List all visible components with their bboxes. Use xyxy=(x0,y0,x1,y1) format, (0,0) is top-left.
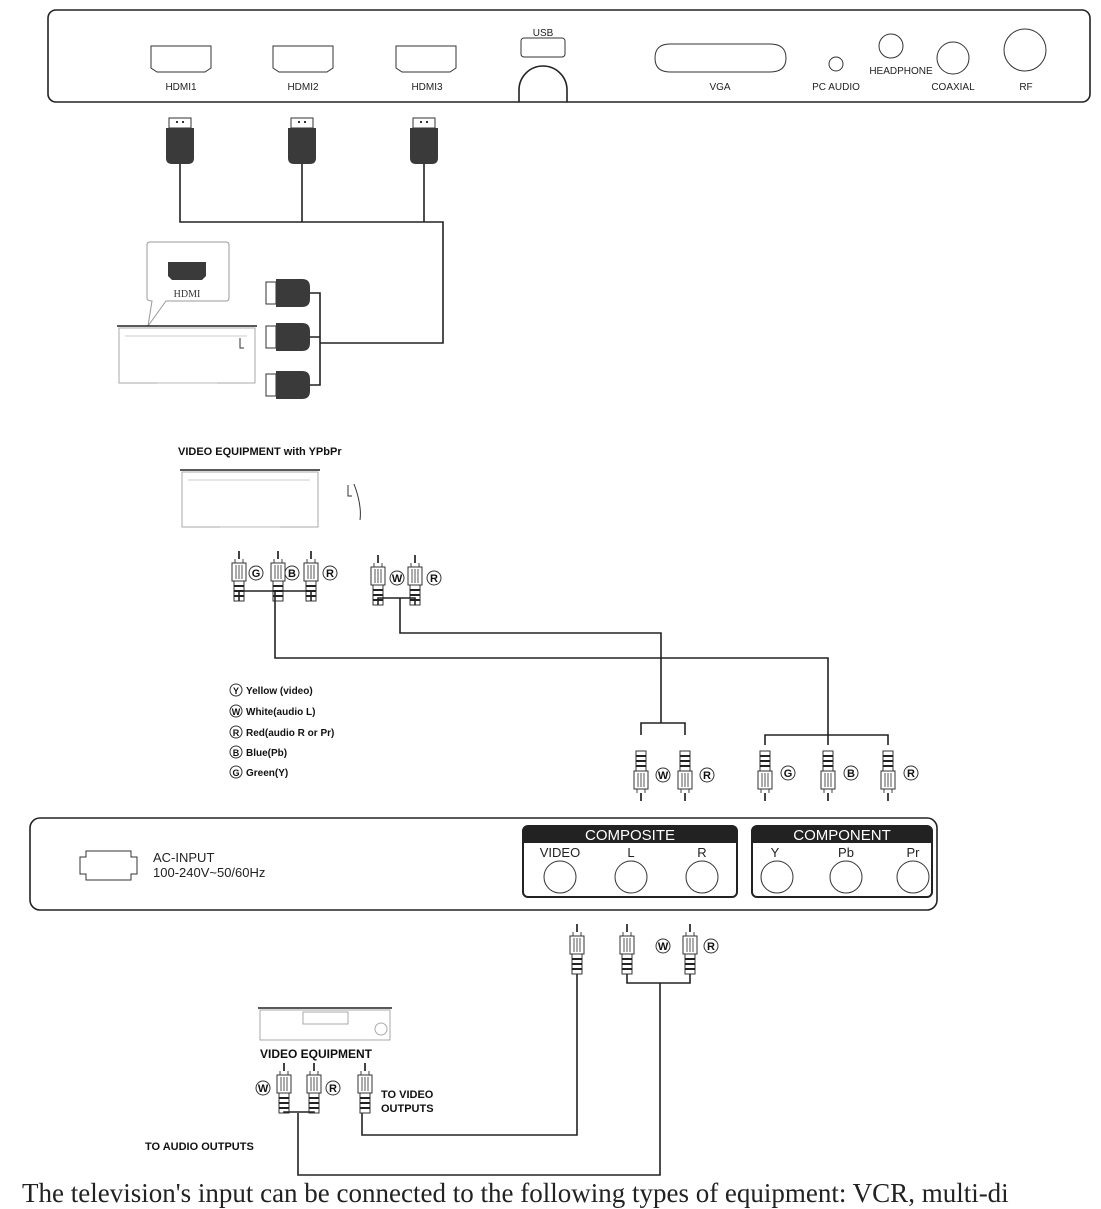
ypbpr-device-title-text: VIDEO EQUIPMENT with YPbPr xyxy=(178,446,342,458)
usb-port: USB xyxy=(518,28,568,102)
svg-text:Blue(Pb): Blue(Pb) xyxy=(246,748,287,759)
svg-text:Y: Y xyxy=(771,845,780,860)
svg-text:100-240V~50/60Hz: 100-240V~50/60Hz xyxy=(153,865,265,880)
coaxial-port: COAXIAL xyxy=(931,41,975,93)
svg-text:G: G xyxy=(232,768,239,778)
svg-text:HDMI2: HDMI2 xyxy=(287,82,319,93)
svg-text:W: W xyxy=(658,941,669,953)
svg-text:HDMI3: HDMI3 xyxy=(411,82,443,93)
description-paragraph: The television's input can be connected … xyxy=(22,1178,1009,1208)
color-legend: Y Yellow (video) W White(audio L) R Red(aud… xyxy=(229,683,334,779)
rf-port: RF xyxy=(1003,28,1047,93)
hdmi-device: HDMI xyxy=(116,241,258,384)
headphone-port: HEADPHONE xyxy=(869,33,933,77)
tv-rear-panel xyxy=(29,817,938,911)
to-video-outputs-label: TO VIDEO xyxy=(381,1089,434,1101)
svg-text:G: G xyxy=(784,768,793,780)
svg-text:Y: Y xyxy=(233,686,239,696)
av-device xyxy=(258,1007,392,1041)
svg-text:HDMI1: HDMI1 xyxy=(165,82,197,93)
to-video-outputs-label-2: OUTPUTS xyxy=(381,1103,434,1115)
tv-side-panel xyxy=(47,9,1091,103)
svg-text:COMPOSITE: COMPOSITE xyxy=(585,827,675,844)
svg-text:Red(audio R or Pr): Red(audio R or Pr) xyxy=(246,728,334,739)
plug-color-marks: G B R W R W R G B R W R W R xyxy=(248,565,919,1096)
svg-text:R: R xyxy=(697,845,706,860)
ypbpr-cables xyxy=(231,550,896,802)
svg-text:R: R xyxy=(326,568,334,580)
svg-text:USB: USB xyxy=(533,28,554,39)
svg-text:L: L xyxy=(627,845,634,860)
svg-text:HDMI: HDMI xyxy=(174,289,201,300)
svg-text:RF: RF xyxy=(1019,82,1032,93)
svg-text:VGA: VGA xyxy=(709,82,730,93)
hdmi1-port: HDMI1 xyxy=(150,45,212,93)
svg-text:G: G xyxy=(252,568,261,580)
to-audio-outputs-label: TO AUDIO OUTPUTS xyxy=(145,1141,254,1153)
svg-text:B: B xyxy=(847,768,855,780)
component-input-group: COMPONENT Y Pb Pr xyxy=(751,825,933,898)
vga-port: VGA xyxy=(654,43,787,93)
svg-text:Pr: Pr xyxy=(907,845,921,860)
composite-input-group: COMPOSITE VIDEO L R xyxy=(522,825,738,898)
svg-text:COAXIAL: COAXIAL xyxy=(931,82,975,93)
av-cables xyxy=(276,923,698,1176)
svg-text:White(audio L): White(audio L) xyxy=(246,707,315,718)
svg-text:W: W xyxy=(658,770,669,782)
hdmi3-port: HDMI3 xyxy=(395,45,457,93)
svg-text:B: B xyxy=(288,568,296,580)
pc-audio-port: PC AUDIO xyxy=(812,56,860,93)
svg-text:COMPONENT: COMPONENT xyxy=(793,827,891,844)
svg-text:VIDEO: VIDEO xyxy=(540,845,580,860)
svg-text:R: R xyxy=(703,770,711,782)
ypbpr-device xyxy=(179,469,361,528)
svg-text:Pb: Pb xyxy=(838,845,854,860)
ac-input: AC-INPUT 100-240V~50/60Hz xyxy=(79,850,265,881)
svg-text:HEADPHONE: HEADPHONE xyxy=(869,66,933,77)
svg-text:W: W xyxy=(392,573,403,585)
svg-text:Yellow (video): Yellow (video) xyxy=(246,686,313,697)
svg-text:W: W xyxy=(232,707,241,717)
svg-text:R: R xyxy=(707,941,715,953)
svg-text:Green(Y): Green(Y) xyxy=(246,768,288,779)
av-device-title: VIDEO EQUIPMENT xyxy=(260,1047,373,1061)
svg-text:R: R xyxy=(907,768,915,780)
svg-text:W: W xyxy=(258,1083,269,1095)
svg-text:B: B xyxy=(233,748,240,758)
hdmi2-port: HDMI2 xyxy=(272,45,334,93)
hdmi-cables xyxy=(165,117,444,400)
svg-text:R: R xyxy=(233,728,240,738)
svg-text:PC AUDIO: PC AUDIO xyxy=(812,82,860,93)
svg-text:AC-INPUT: AC-INPUT xyxy=(153,850,214,865)
svg-text:R: R xyxy=(430,573,438,585)
svg-text:R: R xyxy=(329,1083,337,1095)
